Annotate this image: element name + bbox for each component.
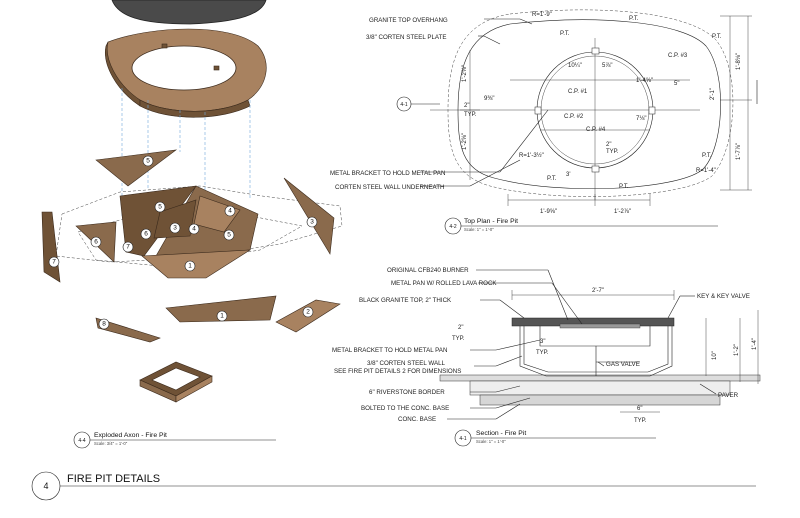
axon-num-15: 8 [102, 321, 106, 328]
plan-label-bracket: METAL BRACKET TO HOLD METAL PAN [330, 170, 445, 177]
sec-label-granite: BLACK GRANITE TOP, 2" THICK [359, 297, 452, 304]
plan-dim-cp1: C.P. #1 [568, 89, 588, 95]
plan-dim-r-top: R=1'-9" [532, 12, 552, 18]
plan-label-overhang: GRANITE TOP OVERHANG [369, 17, 448, 24]
section-scale: Scale: 1" = 1'-0" [476, 439, 506, 444]
plan-dim-d13: 2'-1" [710, 88, 716, 100]
plan-label-plate: 3/8" CORTEN STEEL PLATE [366, 34, 446, 41]
axon-num-14: 2 [306, 309, 310, 316]
sec-dim-typ1: TYP. [452, 336, 465, 342]
sheet-title-block: 4 FIRE PIT DETAILS [31, 471, 756, 501]
section-caption: Section - Fire Pit [476, 430, 526, 437]
sheet-number: 4 [43, 481, 48, 491]
axon-caption-tag: 4-4 [78, 438, 85, 444]
axon-num-12: 1 [188, 263, 192, 270]
plan-dim-pt5: P.T. [547, 176, 557, 182]
piece-5-top [95, 149, 178, 187]
sec-label-gas: GAS VALVE [606, 361, 640, 368]
plan-dim-d7: 2" [464, 103, 469, 109]
top-plan-drawing: 4-1 GRANITE TOP OVERHANG 3/8" CORTEN STE… [330, 9, 758, 235]
axon-num-6: 4 [192, 226, 196, 233]
plan-label-wall: CORTEN STEEL WALL UNDERNEATH [335, 184, 444, 191]
section-drawing: ORIGINAL CFB240 BURNER METAL PAN W/ ROLL… [332, 267, 761, 447]
sec-label-border: 6" RIVERSTONE BORDER [369, 389, 445, 396]
axon-caption: Exploded Axon - Fire Pit [94, 432, 167, 439]
sec-dim-d2: 2" [458, 325, 463, 331]
plan-dim-d2: 5⅞" [602, 63, 612, 69]
axon-num-5: 6 [144, 231, 148, 238]
plan-dim-typ2: TYP. [606, 149, 619, 155]
sec-label-base: CONC. BASE [398, 416, 436, 423]
plan-dim-pt4: P.T. [702, 153, 712, 159]
bowl-front [141, 249, 252, 279]
piece-1-bottom [165, 295, 277, 323]
axon-num-9: 6 [94, 239, 98, 246]
sec-dim-h14: 1'-4" [752, 338, 758, 350]
sec-label-pan: METAL PAN W/ ROLLED LAVA ROCK [391, 280, 497, 287]
sec-dim-d6: 6" [637, 406, 642, 412]
exploded-axon-drawing: 5 5 4 3 6 4 5 3 6 7 7 1 1 2 8 4-4 Explod… [41, 0, 343, 449]
plan-dim-d15: 1'-9⅝" [540, 209, 557, 215]
sec-dim-h10: 10" [712, 351, 718, 360]
sec-dim-h12: 1'-2" [734, 344, 740, 356]
plan-dim-d1: 10¼" [568, 63, 582, 69]
sec-label-bolted: BOLTED TO THE CONC. BASE [361, 405, 449, 412]
plan-dim-d6: 5" [674, 81, 679, 87]
plan-caption: Top Plan - Fire Pit [464, 218, 518, 225]
sheet-title: FIRE PIT DETAILS [67, 473, 160, 485]
plan-dim-d11: 1'-2⅝" [462, 133, 468, 150]
sec-label-paver: PAVER [718, 392, 739, 399]
axon-scale: Scale: 3/4" = 1'-0" [94, 441, 128, 446]
axon-num-3: 4 [228, 208, 232, 215]
sec-label-burner: ORIGINAL CFB240 BURNER [387, 267, 469, 274]
plan-dim-d9: 3' [566, 172, 570, 178]
plan-dim-pt6: P.T. [619, 184, 629, 190]
axon-num-7: 5 [227, 232, 231, 239]
axon-num-13: 1 [220, 313, 224, 320]
axon-num-1: 5 [146, 158, 150, 165]
plan-dim-d4: 1'-4⅝" [636, 78, 653, 84]
plan-dim-d16: 1'-2⅞" [614, 209, 631, 215]
plan-dim-r-mid: R=1'-3½" [519, 152, 544, 159]
sec-dim-typ2: TYP. [536, 350, 549, 356]
axon-num-10: 7 [126, 244, 130, 251]
granite-top-slab [111, 0, 267, 25]
plan-section-tag: 4-1 [400, 102, 407, 108]
plan-dim-pt3: P.T. [712, 34, 722, 40]
plan-dim-d14: 1'-7⅞" [736, 143, 742, 160]
plan-dim-cp4: C.P. #4 [586, 127, 606, 133]
axon-num-2: 5 [158, 204, 162, 211]
plan-dim-d5: 7⅛" [636, 116, 646, 122]
plan-dim-cp3: C.P. #3 [668, 53, 688, 59]
plan-dim-cp2: C.P. #2 [564, 114, 584, 120]
axon-num-4: 3 [173, 225, 177, 232]
sec-dim-w: 2'-7" [592, 288, 604, 294]
piece-3-right [283, 177, 335, 255]
axon-num-11: 7 [52, 259, 56, 266]
plate-opening [131, 45, 237, 91]
piece-8 [95, 317, 161, 343]
plan-dim-d3: 9⅜" [484, 96, 494, 102]
plan-dim-r-right: R=1'-4" [696, 168, 716, 174]
plan-dim-d12: 1'-8⅛" [736, 53, 742, 70]
plan-dim-pt2: P.T. [560, 31, 570, 37]
plan-caption-tag: 4-2 [449, 224, 456, 230]
sec-label-bracket: METAL BRACKET TO HOLD METAL PAN [332, 347, 447, 354]
plan-dim-d10: 1'-2⅝" [462, 65, 468, 82]
sec-label-wall2: SEE FIRE PIT DETAILS 2 FOR DIMENSIONS [334, 368, 461, 375]
sec-dim-d3: 3" [540, 339, 545, 345]
section-caption-tag: 4-1 [459, 436, 466, 442]
plan-dim-pt1: P.T. [629, 16, 639, 22]
axon-num-8: 3 [310, 219, 314, 226]
plan-dim-typ1: TYP. [464, 112, 477, 118]
sec-dim-typ3: TYP. [634, 418, 647, 424]
sec-label-key: KEY & KEY VALVE [697, 293, 750, 300]
plan-scale: Scale: 1" = 1'-0" [464, 227, 494, 232]
sec-label-wall1: 3/8" CORTEN STEEL WALL [367, 360, 446, 367]
plan-dim-d8: 2" [606, 142, 611, 148]
